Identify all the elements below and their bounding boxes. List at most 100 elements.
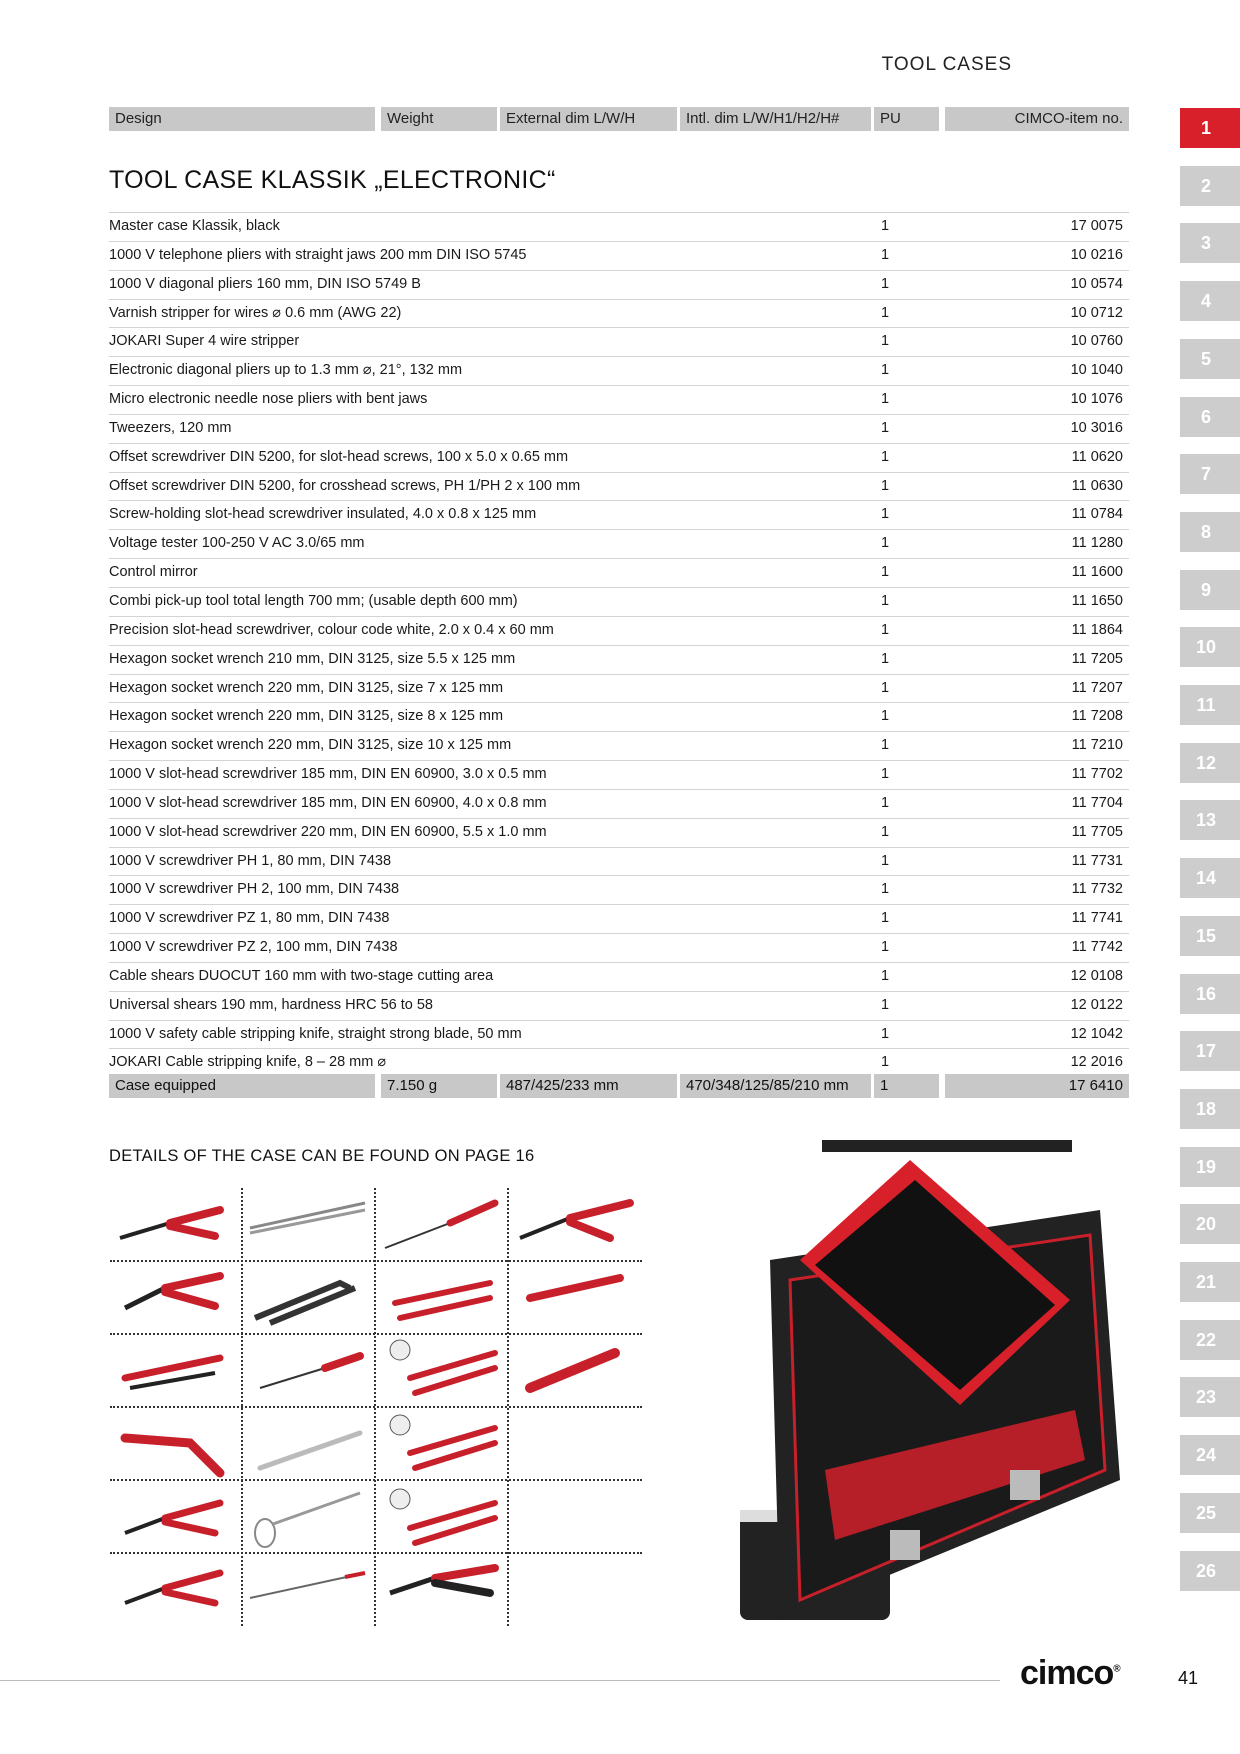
total-weight: 7.150 g <box>381 1074 497 1098</box>
tab-chapter-3[interactable]: 3 <box>1180 223 1240 264</box>
item-number: 10 0216 <box>1070 246 1123 263</box>
table-row: 1000 V slot-head screwdriver 220 mm, DIN… <box>109 817 1129 847</box>
details-note: DETAILS OF THE CASE CAN BE FOUND ON PAGE… <box>109 1147 535 1165</box>
tab-chapter-25[interactable]: 25 <box>1180 1492 1240 1533</box>
tab-chapter-6[interactable]: 6 <box>1180 396 1240 437</box>
cable-knife-icon <box>525 1348 620 1393</box>
item-number: 11 7705 <box>1071 823 1123 840</box>
table-row: Electronic diagonal pliers up to 1.3 mm … <box>109 356 1129 385</box>
pliers-icon <box>119 1206 224 1240</box>
needle-nose-pliers-icon <box>124 1569 224 1607</box>
column-design: Design <box>109 107 375 131</box>
tab-chapter-24[interactable]: 24 <box>1180 1435 1240 1476</box>
item-pu: 1 <box>881 679 890 696</box>
footer-divider <box>0 1680 1000 1681</box>
item-number: 12 1042 <box>1070 1025 1123 1042</box>
tab-chapter-10[interactable]: 10 <box>1180 627 1240 668</box>
tab-chapter-26[interactable]: 26 <box>1180 1550 1240 1591</box>
item-number: 11 0620 <box>1071 448 1123 465</box>
tab-chapter-19[interactable]: 19 <box>1180 1146 1240 1187</box>
item-description: Offset screwdriver DIN 5200, for slot-he… <box>109 448 569 465</box>
item-pu: 1 <box>881 477 890 494</box>
item-description: Voltage tester 100-250 V AC 3.0/65 mm <box>109 535 365 552</box>
tab-chapter-9[interactable]: 9 <box>1180 569 1240 610</box>
item-pu: 1 <box>881 650 890 667</box>
item-description: Hexagon socket wrench 220 mm, DIN 3125, … <box>109 737 512 754</box>
hex-key-icon <box>253 1279 357 1326</box>
item-pu: 1 <box>881 996 890 1013</box>
tab-chapter-8[interactable]: 8 <box>1180 511 1240 552</box>
tab-chapter-20[interactable]: 20 <box>1180 1204 1240 1245</box>
item-number: 11 7732 <box>1071 881 1123 898</box>
item-pu: 1 <box>881 246 890 263</box>
tab-chapter-2[interactable]: 2 <box>1180 165 1240 206</box>
tab-chapter-7[interactable]: 7 <box>1180 454 1240 495</box>
item-pu: 1 <box>881 391 890 408</box>
column-item-no: CIMCO-item no. <box>945 107 1129 131</box>
tab-chapter-4[interactable]: 4 <box>1180 281 1240 322</box>
item-description: 1000 V slot-head screwdriver 220 mm, DIN… <box>109 823 547 840</box>
item-pu: 1 <box>881 621 890 638</box>
item-pu: 1 <box>881 1025 890 1042</box>
total-pu: 1 <box>874 1074 939 1098</box>
item-description: Tweezers, 120 mm <box>109 419 232 436</box>
tab-chapter-18[interactable]: 18 <box>1180 1088 1240 1129</box>
item-number: 12 0122 <box>1070 996 1123 1013</box>
item-pu: 1 <box>881 506 890 523</box>
electronic-pliers-icon <box>124 1499 224 1537</box>
table-row: Varnish stripper for wires ⌀ 0.6 mm (AWG… <box>109 298 1129 328</box>
cimco-logo: cimco® <box>1020 1654 1121 1693</box>
tab-chapter-13[interactable]: 13 <box>1180 800 1240 841</box>
item-description: 1000 V slot-head screwdriver 185 mm, DIN… <box>109 766 547 783</box>
item-pu: 1 <box>881 794 890 811</box>
item-description: Screw-holding slot-head screwdriver insu… <box>109 506 537 523</box>
open-case-icon <box>770 1140 1120 1620</box>
table-row: Combi pick-up tool total length 700 mm; … <box>109 586 1129 616</box>
column-pu: PU <box>874 107 939 131</box>
screwdrivers-icon <box>389 1414 498 1471</box>
total-row: Case equipped 7.150 g 487/425/233 mm 470… <box>109 1074 1129 1098</box>
column-header-row: Design Weight External dim L/W/H Intl. d… <box>109 107 1129 131</box>
item-number: 10 3016 <box>1070 419 1123 436</box>
tab-chapter-21[interactable]: 21 <box>1180 1262 1240 1302</box>
item-description: Hexagon socket wrench 210 mm, DIN 3125, … <box>109 650 516 667</box>
item-number: 11 1864 <box>1071 621 1123 638</box>
logo-text: cimco <box>1020 1654 1114 1692</box>
section-header: TOOL CASES <box>881 54 1012 75</box>
table-row: 1000 V slot-head screwdriver 185 mm, DIN… <box>109 788 1129 818</box>
table-row: Offset screwdriver DIN 5200, for crosshe… <box>109 471 1129 501</box>
item-pu: 1 <box>881 333 890 350</box>
tab-chapter-16[interactable]: 16 <box>1180 973 1240 1014</box>
tab-chapter-11[interactable]: 11 <box>1180 685 1240 725</box>
item-number: 10 0760 <box>1070 333 1123 350</box>
tab-chapter-1[interactable]: 1 <box>1180 108 1240 148</box>
item-number: 12 2016 <box>1070 1054 1123 1071</box>
item-pu: 1 <box>881 362 890 379</box>
table-row: 1000 V screwdriver PZ 2, 100 mm, DIN 743… <box>109 933 1129 962</box>
item-pu: 1 <box>881 564 890 581</box>
tab-chapter-23[interactable]: 23 <box>1180 1377 1240 1418</box>
screwdriver-icon <box>259 1352 364 1389</box>
item-number: 11 0630 <box>1071 477 1123 494</box>
tab-chapter-12[interactable]: 12 <box>1180 742 1240 783</box>
tab-chapter-22[interactable]: 22 <box>1180 1319 1240 1360</box>
tab-chapter-5[interactable]: 5 <box>1180 338 1240 379</box>
table-row: JOKARI Cable stripping knife, 8 – 28 mm … <box>109 1048 1129 1077</box>
total-design: Case equipped <box>109 1074 375 1098</box>
item-number: 12 0108 <box>1070 967 1123 984</box>
item-pu: 1 <box>881 766 890 783</box>
item-description: 1000 V screwdriver PZ 2, 100 mm, DIN 743… <box>109 939 398 956</box>
tab-chapter-14[interactable]: 14 <box>1180 858 1240 899</box>
stripper-icon <box>526 1274 624 1302</box>
table-row: 1000 V safety cable stripping knife, str… <box>109 1019 1129 1049</box>
tab-chapter-17[interactable]: 17 <box>1180 1031 1240 1072</box>
table-row: 1000 V diagonal pliers 160 mm, DIN ISO 5… <box>109 269 1129 299</box>
table-row: 1000 V screwdriver PH 2, 100 mm, DIN 743… <box>109 875 1129 904</box>
grid-divider <box>110 1260 642 1262</box>
item-description: JOKARI Cable stripping knife, 8 – 28 mm … <box>109 1054 387 1071</box>
tab-chapter-15[interactable]: 15 <box>1180 915 1240 956</box>
